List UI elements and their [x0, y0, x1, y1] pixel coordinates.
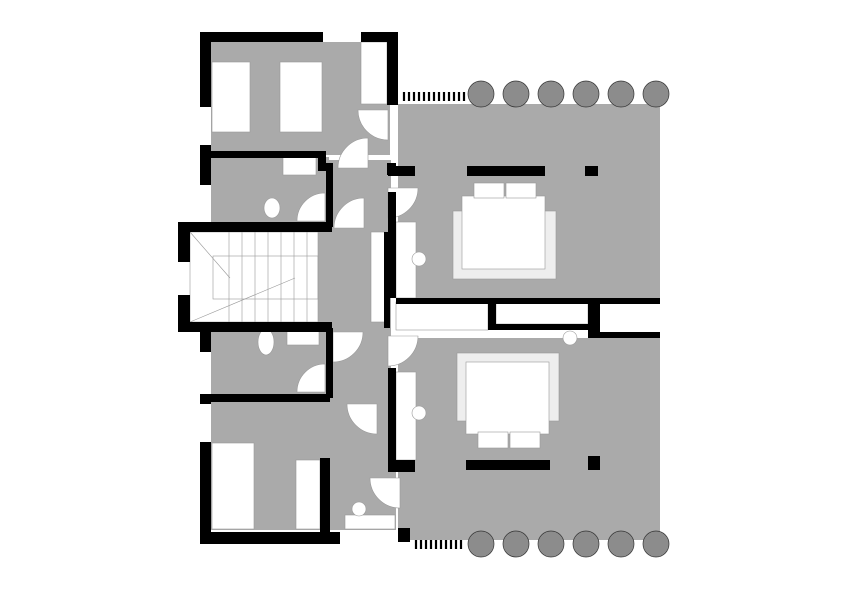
furniture: [211, 41, 589, 530]
tree-icon: [502, 530, 530, 558]
door-swing-icon[interactable]: [333, 197, 365, 229]
tree-icon: [642, 80, 670, 108]
tree-icon: [572, 530, 600, 558]
tree-icon: [607, 530, 635, 558]
tree-icon: [502, 80, 530, 108]
door-swing-icon[interactable]: [337, 137, 369, 169]
wardrobe-icon: [295, 459, 321, 530]
stair-icon: [189, 231, 319, 323]
tree-icon: [537, 80, 565, 108]
wardrobe-icon: [370, 231, 386, 323]
tree-icon: [467, 80, 495, 108]
pillow: [477, 431, 509, 449]
door-swing-icon[interactable]: [296, 363, 326, 393]
door-swing-icon[interactable]: [387, 335, 419, 367]
chair-icon: [351, 501, 367, 517]
desk: [344, 514, 396, 530]
bed-icon: [211, 61, 251, 133]
wardrobe-icon: [395, 301, 489, 331]
toilet-icon: [257, 328, 275, 356]
door-swing-icon[interactable]: [369, 477, 401, 509]
tree-icon: [607, 80, 635, 108]
chair-icon: [562, 330, 578, 346]
toilet-icon: [263, 197, 281, 219]
bed-icon: [461, 195, 546, 270]
tree-icon: [537, 530, 565, 558]
railing-icon: [402, 92, 466, 101]
sink-icon: [282, 156, 317, 176]
tree-icon: [467, 530, 495, 558]
stair: [189, 231, 319, 323]
wardrobe-icon: [360, 41, 388, 105]
railing-icon: [414, 540, 463, 549]
pillow: [505, 182, 537, 199]
wardrobe-icon: [495, 301, 589, 325]
walls: [178, 32, 660, 544]
railings: [402, 92, 466, 549]
chair-icon: [411, 405, 427, 421]
tree-icon: [642, 530, 670, 558]
bed-icon: [465, 361, 550, 435]
door-swing-icon[interactable]: [332, 331, 364, 363]
chair-icon: [411, 251, 427, 267]
tree-icon: [572, 80, 600, 108]
pillow: [509, 431, 541, 449]
bed-icon: [279, 61, 323, 133]
trees: [467, 80, 670, 558]
door-swing-icon[interactable]: [346, 403, 378, 435]
floor-stair-landing: [318, 232, 373, 324]
door-swing-icon[interactable]: [296, 192, 326, 222]
pillow: [473, 182, 505, 199]
door-swing-icon[interactable]: [357, 109, 389, 141]
bed-icon: [211, 442, 255, 530]
